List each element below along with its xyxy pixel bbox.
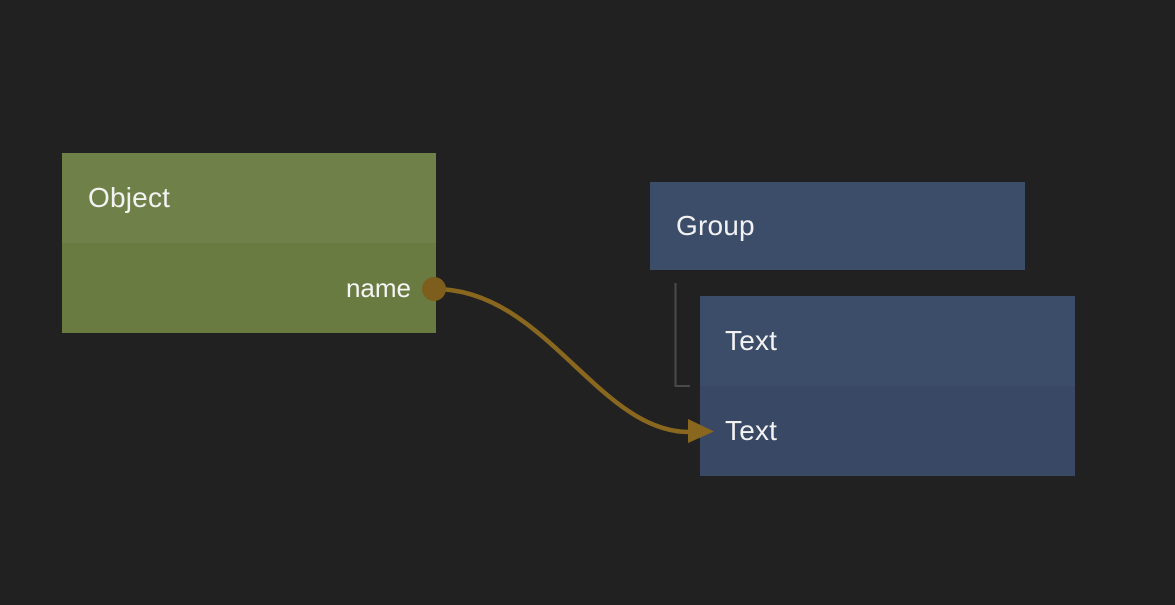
text-node[interactable]: Text Text bbox=[700, 296, 1075, 476]
text-node-header: Text bbox=[700, 296, 1075, 386]
group-node-title: Group bbox=[676, 210, 755, 241]
text-field-label: Text bbox=[725, 415, 778, 446]
object-node-title: Object bbox=[88, 182, 171, 213]
object-node[interactable]: Object name bbox=[62, 153, 436, 333]
connection-arrowhead-icon bbox=[688, 419, 714, 443]
name-output-port-dot[interactable] bbox=[422, 277, 446, 301]
text-node-title: Text bbox=[725, 325, 778, 356]
object-node-body: name bbox=[62, 243, 436, 333]
group-node[interactable]: Group bbox=[650, 182, 1025, 270]
name-port-label: name bbox=[345, 272, 411, 303]
group-child-connector-line bbox=[674, 283, 690, 387]
text-node-field-row[interactable]: Text bbox=[700, 386, 1075, 476]
connection-wire-path[interactable] bbox=[432, 286, 692, 435]
connection-wire[interactable] bbox=[432, 286, 714, 443]
object-node-header: Object bbox=[62, 153, 436, 243]
